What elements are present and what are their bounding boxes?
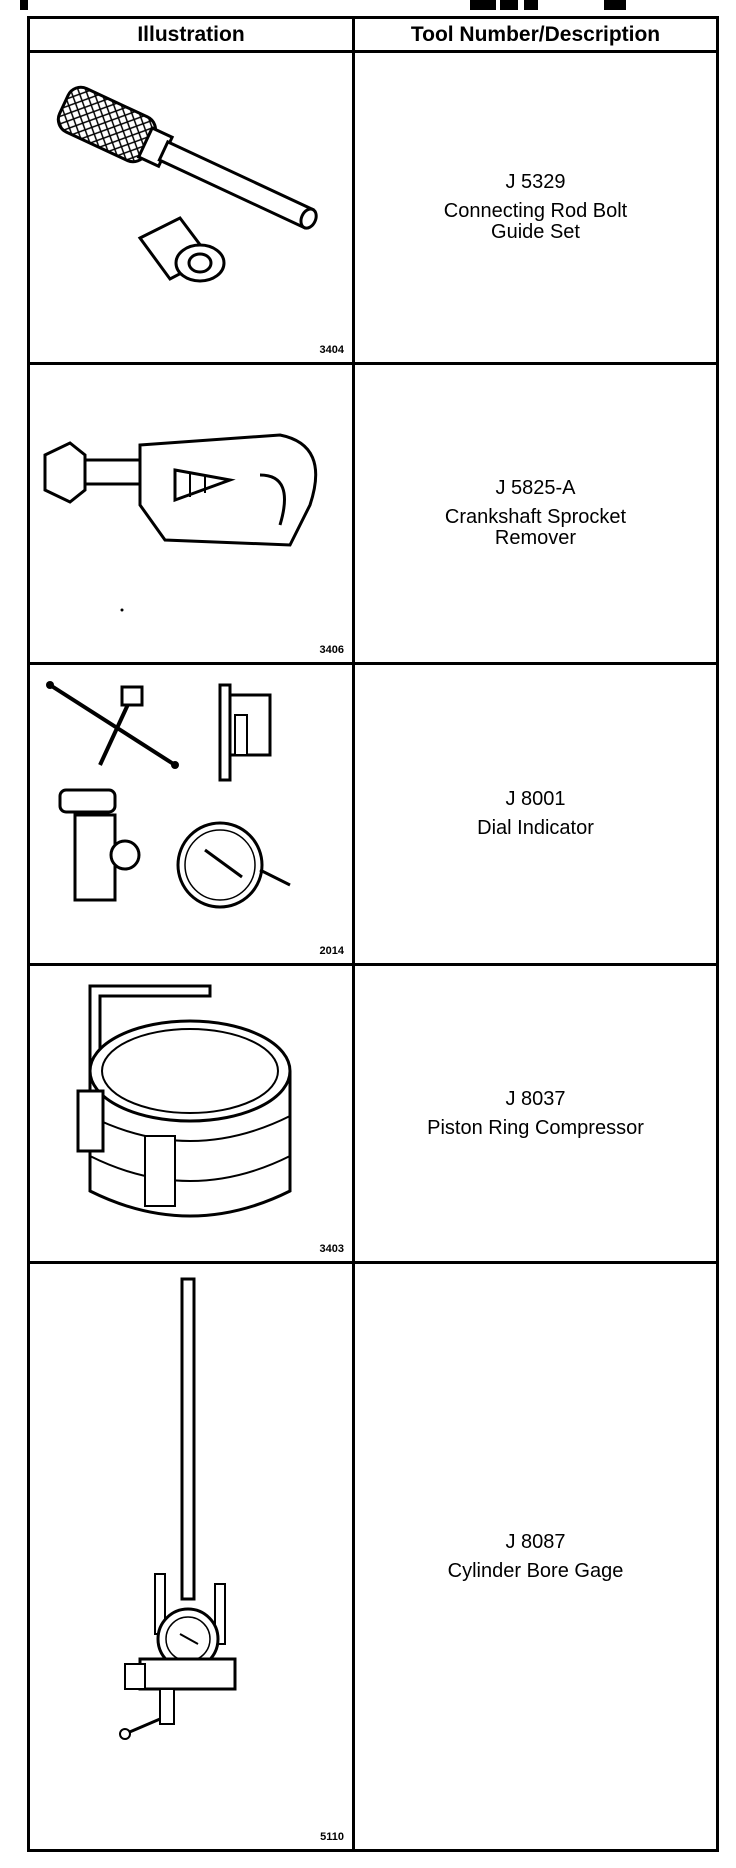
figure-number: 2014	[319, 945, 344, 957]
table-row: 2014 J 8001 Dial Indicator	[30, 665, 716, 966]
tool-number: J 8037	[505, 1087, 566, 1110]
tool-number: J 8001	[505, 788, 566, 810]
figure-number: 3406	[319, 644, 344, 656]
table-header: Illustration Tool Number/Description	[30, 19, 716, 53]
dial-indicator-icon: 2014	[30, 665, 352, 963]
sprocket-remover-icon: 3406	[30, 365, 352, 662]
tool-description: Connecting Rod Bolt Guide Set	[443, 200, 628, 243]
figure-number: 5110	[320, 1831, 344, 1843]
tool-description-cell: J 8087 Cylinder Bore Gage	[355, 1264, 716, 1849]
table-row: 3404 J 5329 Connecting Rod Bolt Guide Se…	[30, 53, 716, 365]
cropped-title-fragment	[0, 0, 736, 16]
tool-description-cell: J 8001 Dial Indicator	[355, 665, 716, 963]
tool-description: Cylinder Bore Gage	[447, 1559, 624, 1582]
column-divider	[352, 19, 355, 1849]
tool-number: J 8087	[505, 1530, 566, 1553]
figure-number: 3403	[319, 1243, 344, 1255]
rod-bolt-guide-icon: 3404	[30, 53, 352, 362]
tool-description-cell: J 8037 Piston Ring Compressor	[355, 966, 716, 1261]
header-illustration: Illustration	[137, 22, 245, 46]
header-tool-number-description: Tool Number/Description	[410, 22, 661, 46]
tool-number: J 5329	[505, 171, 566, 193]
tool-description: Dial Indicator	[477, 817, 594, 839]
tool-description-cell: J 5329 Connecting Rod Bolt Guide Set	[355, 53, 716, 362]
ring-compressor-icon: 3403	[30, 966, 352, 1261]
table-row: 3403 J 8037 Piston Ring Compressor	[30, 966, 716, 1264]
table-row: 3406 J 5825-A Crankshaft Sprocket Remove…	[30, 365, 716, 665]
tool-description: Piston Ring Compressor	[427, 1116, 644, 1139]
tool-number: J 5825-A	[495, 477, 576, 499]
tool-description: Crankshaft Sprocket Remover	[444, 506, 627, 549]
table-row: 5110 J 8087 Cylinder Bore Gage	[30, 1264, 716, 1849]
figure-number: 3404	[319, 344, 344, 356]
bore-gage-icon: 5110	[30, 1264, 352, 1849]
special-tools-table: Illustration Tool Number/Description	[27, 16, 719, 1852]
tool-description-cell: J 5825-A Crankshaft Sprocket Remover	[355, 365, 716, 662]
